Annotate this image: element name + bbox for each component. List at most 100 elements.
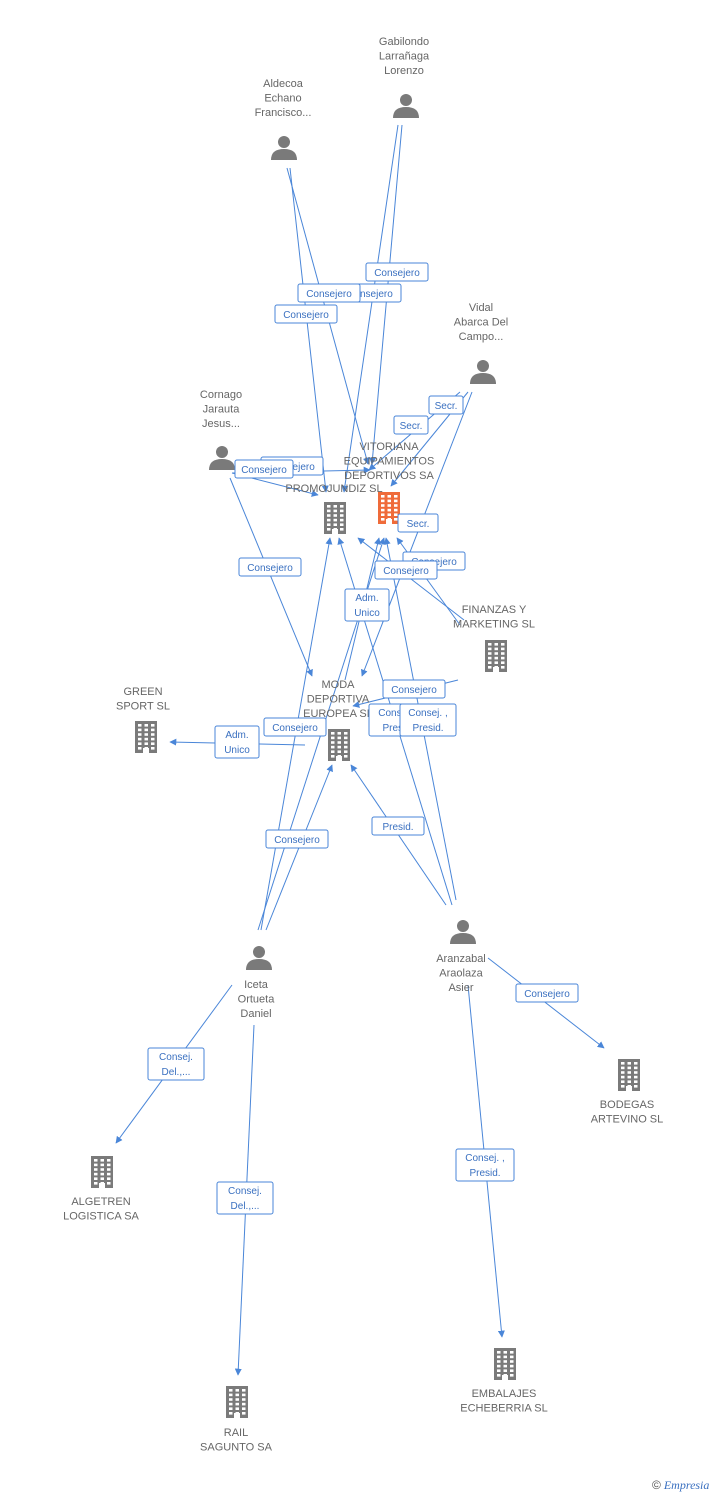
- edge-label-iceta-rail[interactable]: Consej.Del.,...: [216, 1181, 274, 1215]
- building-window: [394, 495, 398, 498]
- person-body: [209, 459, 235, 470]
- edge-label-vidal-vitoriana[interactable]: Secr.: [393, 415, 429, 435]
- edge-label-aranzabal-embalajes[interactable]: Consej. ,Presid.: [455, 1148, 515, 1182]
- node-label-line: Abarca Del: [454, 317, 508, 329]
- building-window: [503, 1364, 507, 1368]
- node-promojundiz[interactable]: PROMOJUNDIZ SL: [285, 483, 383, 534]
- edge-label-aranzabal-moda[interactable]: Presid.: [371, 816, 425, 836]
- building-window: [494, 656, 498, 660]
- edge-label-aldecoa-promojundiz[interactable]: Consejero: [274, 304, 338, 324]
- building-icon[interactable]: [618, 1059, 640, 1091]
- edge-label-box[interactable]: [374, 560, 438, 580]
- edge-label-cornago-vitoriana[interactable]: Consejero: [234, 459, 294, 479]
- building-window: [333, 518, 337, 522]
- building-icon[interactable]: [328, 729, 350, 761]
- edge-label-box[interactable]: [515, 983, 579, 1003]
- edge-label-box[interactable]: [147, 1047, 205, 1081]
- building-icon[interactable]: [135, 721, 157, 753]
- building-window: [327, 509, 331, 513]
- node-label-line: EQUIPAMIENTOS: [344, 456, 435, 468]
- building-icon[interactable]: [324, 502, 346, 534]
- node-label-line: VITORIANA: [359, 441, 419, 453]
- edge-label-box[interactable]: [297, 283, 361, 303]
- edge-label-finanzas-vitoriana[interactable]: Consejero: [374, 560, 438, 580]
- edge-label-box[interactable]: [371, 816, 425, 836]
- building-window: [100, 1159, 104, 1162]
- edge-label-cornago-moda[interactable]: Consejero: [238, 557, 302, 577]
- edge-label-box[interactable]: [344, 588, 390, 622]
- edge-label-box[interactable]: [214, 725, 260, 759]
- building-window: [621, 1075, 625, 1079]
- node-label-line: ECHEBERRIA SL: [460, 1403, 547, 1415]
- building-window: [503, 1360, 507, 1363]
- edge-label-box[interactable]: [399, 703, 457, 737]
- edge-label-moda-green[interactable]: Adm.Unico: [214, 725, 260, 759]
- edge-label-iceta-algetren[interactable]: Consej.Del.,...: [147, 1047, 205, 1081]
- edge-label-box[interactable]: [265, 829, 329, 849]
- person-icon[interactable]: [271, 136, 297, 160]
- edge-label-text: Consej. ,: [408, 708, 447, 719]
- edge-label-box[interactable]: [274, 304, 338, 324]
- edge-label-box[interactable]: [238, 557, 302, 577]
- building-window: [503, 1351, 507, 1354]
- building-window: [235, 1389, 239, 1392]
- edge-label-box[interactable]: [393, 415, 429, 435]
- person-icon[interactable]: [450, 920, 476, 944]
- edge-label-box[interactable]: [263, 717, 327, 737]
- person-head: [457, 920, 469, 932]
- node-label-line: Daniel: [240, 1008, 271, 1020]
- node-cornago[interactable]: CornagoJarautaJesus...: [200, 389, 242, 470]
- building-window: [242, 1393, 246, 1397]
- edge-label-box[interactable]: [397, 513, 439, 533]
- edge-label-gabilondo-vitoriana[interactable]: Consejero: [365, 262, 429, 282]
- building-icon[interactable]: [494, 1348, 516, 1380]
- edge-label-moda-vitoriana[interactable]: Adm.Unico: [344, 588, 390, 622]
- building-icon[interactable]: [91, 1156, 113, 1188]
- edge-label-box[interactable]: [234, 459, 294, 479]
- edge-label-box[interactable]: [382, 679, 446, 699]
- building-icon[interactable]: [485, 640, 507, 672]
- building-icon[interactable]: [226, 1386, 248, 1418]
- edge-label-vidal-moda[interactable]: Secr.: [397, 513, 439, 533]
- building-window: [627, 1080, 631, 1083]
- building-window: [331, 750, 335, 753]
- person-icon[interactable]: [393, 94, 419, 118]
- person-icon[interactable]: [209, 446, 235, 470]
- edge-label-aranzabal-bodegas[interactable]: Consejero: [515, 983, 579, 1003]
- edge-label-text: Consejero: [274, 835, 320, 846]
- node-aldecoa[interactable]: AldecoaEchanoFrancisco...: [255, 78, 312, 160]
- building-window: [235, 1407, 239, 1410]
- person-icon[interactable]: [246, 946, 272, 970]
- edge-label-iceta-moda[interactable]: Consejero: [265, 829, 329, 849]
- building-window: [381, 504, 385, 507]
- edge-label-iceta-promojundiz[interactable]: Consejero: [263, 717, 327, 737]
- brand-footer[interactable]: © Empresia: [652, 1478, 709, 1493]
- edge-label-aldecoa-vitoriana[interactable]: Consejero: [297, 283, 361, 303]
- edge-label-finanzas-moda[interactable]: Consejero: [382, 679, 446, 699]
- edge-label-box[interactable]: [455, 1148, 515, 1182]
- edge-label-aranzabal-promojundiz[interactable]: Consej. ,Presid.: [399, 703, 457, 737]
- edge-label-box[interactable]: [428, 395, 464, 415]
- building-window: [331, 755, 335, 758]
- edge-label-box[interactable]: [216, 1181, 274, 1215]
- building-icon[interactable]: [378, 492, 400, 524]
- building-door: [493, 667, 499, 672]
- person-icon[interactable]: [470, 360, 496, 384]
- edge-label-vidal-vitoriana[interactable]: Secr.: [428, 395, 464, 415]
- building-door: [626, 1086, 632, 1091]
- edge-label-box[interactable]: [365, 262, 429, 282]
- edge-cornago-to-moda: [229, 477, 313, 677]
- edge-aldecoa-to-promojundiz: [289, 167, 329, 493]
